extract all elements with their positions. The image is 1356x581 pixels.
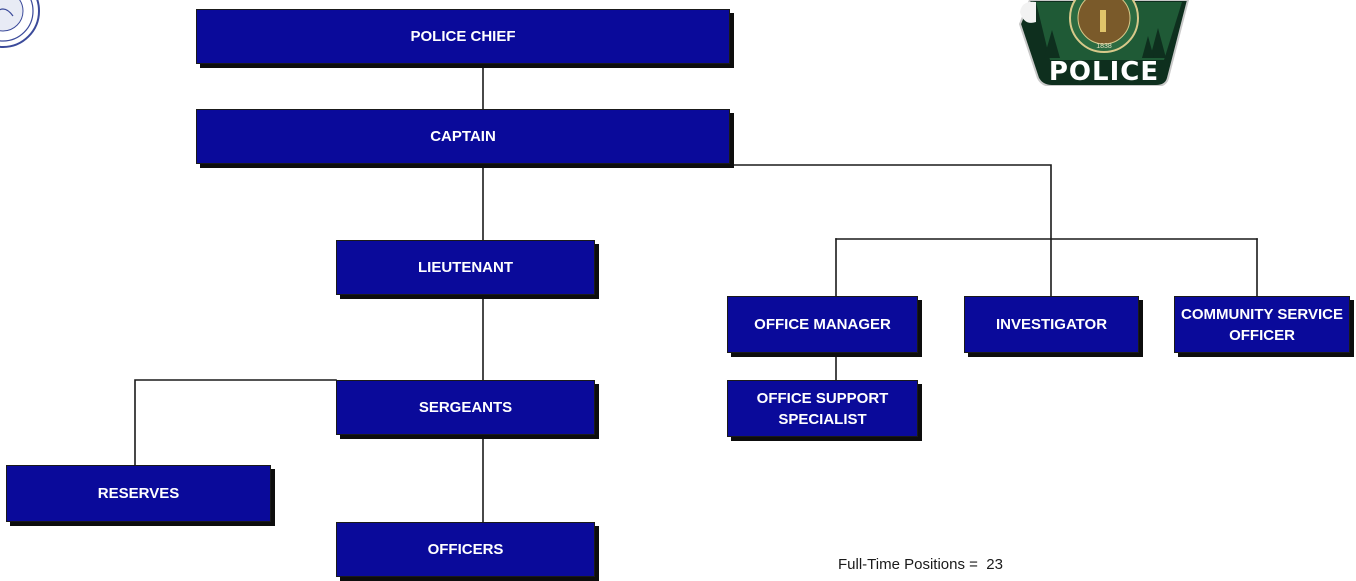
node-label: OFFICERS	[427, 541, 504, 558]
node-label: RESERVES	[97, 485, 180, 502]
node-office-support-specialist: OFFICE SUPPORT SPECIALIST	[727, 380, 918, 437]
node-officers: OFFICERS	[336, 522, 595, 577]
node-label: COMMUNITY SERVICE OFFICER	[1181, 305, 1343, 344]
node-label: SERGEANTS	[418, 399, 513, 416]
node-label: CAPTAIN	[430, 128, 496, 145]
node-office-manager: OFFICE MANAGER	[727, 296, 918, 353]
node-label: INVESTIGATOR	[995, 316, 1108, 333]
node-reserves: RESERVES	[6, 465, 271, 522]
line-sergeants-reserves	[134, 379, 337, 466]
node-captain: CAPTAIN	[196, 109, 730, 164]
badge-police-text: POLICE	[1049, 57, 1159, 86]
city-seal-logo	[0, 0, 40, 48]
badge-small-text: 1838	[1096, 43, 1112, 50]
node-investigator: INVESTIGATOR	[964, 296, 1139, 353]
node-label: OFFICE MANAGER	[754, 316, 891, 333]
police-badge-logo: 1838 POLICE	[1018, 0, 1190, 86]
node-label: LIEUTENANT	[418, 259, 513, 276]
line-captain-branch	[729, 164, 1052, 297]
node-community-service-officer: COMMUNITY SERVICE OFFICER	[1174, 296, 1350, 353]
node-lieutenant: LIEUTENANT	[336, 240, 595, 295]
node-sergeants: SERGEANTS	[336, 380, 595, 435]
node-label: POLICE CHIEF	[410, 28, 516, 45]
node-police-chief: POLICE CHIEF	[196, 9, 730, 64]
full-time-positions-note: Full-Time Positions = 23	[838, 556, 1003, 573]
node-label: OFFICE SUPPORT SPECIALIST	[756, 389, 889, 428]
